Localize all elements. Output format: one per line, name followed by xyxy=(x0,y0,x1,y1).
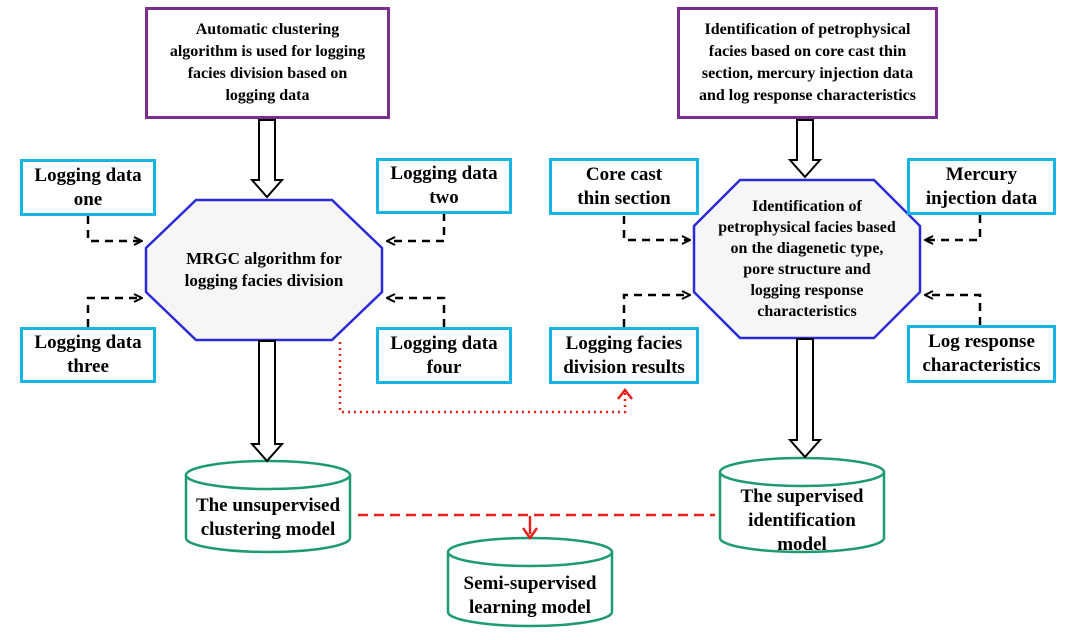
mercury-injection-box: Mercury injection data xyxy=(907,158,1056,215)
dashed-connectors xyxy=(86,213,982,327)
connector-log-response xyxy=(925,295,982,325)
connector-three xyxy=(86,298,142,327)
connector-mercury xyxy=(925,215,982,240)
connector-four xyxy=(387,298,446,327)
logging-data-one-box: Logging data one xyxy=(20,159,156,216)
core-cast-box: Core cast thin section xyxy=(549,158,699,215)
unsupervised-model-label: The unsupervised clustering model xyxy=(195,495,341,540)
log-response-box: Log response characteristics xyxy=(907,325,1056,383)
arrow-top-left-to-octagon xyxy=(249,119,285,199)
logging-facies-results-box: Logging facies division results xyxy=(549,327,699,384)
logging-data-three-box: Logging data three xyxy=(20,327,156,383)
arrow-right-octagon-to-model xyxy=(787,338,823,459)
red-dotted-arrowhead xyxy=(617,387,633,400)
connector-two xyxy=(387,213,446,241)
arrow-left-octagon-to-model xyxy=(249,340,285,463)
arrow-top-right-to-octagon xyxy=(787,119,823,179)
connector-logging-results xyxy=(622,295,690,327)
logging-data-two-box: Logging data two xyxy=(376,158,512,214)
supervised-model-cylinder xyxy=(718,456,886,554)
semi-supervised-model-label: Semi-supervised learning model xyxy=(463,573,597,618)
left-octagon-label: MRGC algorithm for logging facies divisi… xyxy=(184,249,344,290)
connector-core xyxy=(622,216,690,240)
supervised-model-label: The supervised identification model xyxy=(740,486,864,555)
left-top-box: Automatic clustering algorithm is used f… xyxy=(145,7,390,119)
red-down-arrowhead xyxy=(521,527,539,541)
unsupervised-model-cylinder xyxy=(184,459,352,554)
connector-one xyxy=(86,216,142,241)
logging-data-four-box: Logging data four xyxy=(376,327,512,384)
left-octagon-shape xyxy=(144,198,384,342)
hollow-arrows xyxy=(249,119,823,463)
right-octagon-shape xyxy=(692,178,922,340)
right-octagon-label: Identification of petrophysical facies b… xyxy=(718,198,896,320)
right-top-box: Identification of petrophysical facies b… xyxy=(677,7,938,119)
